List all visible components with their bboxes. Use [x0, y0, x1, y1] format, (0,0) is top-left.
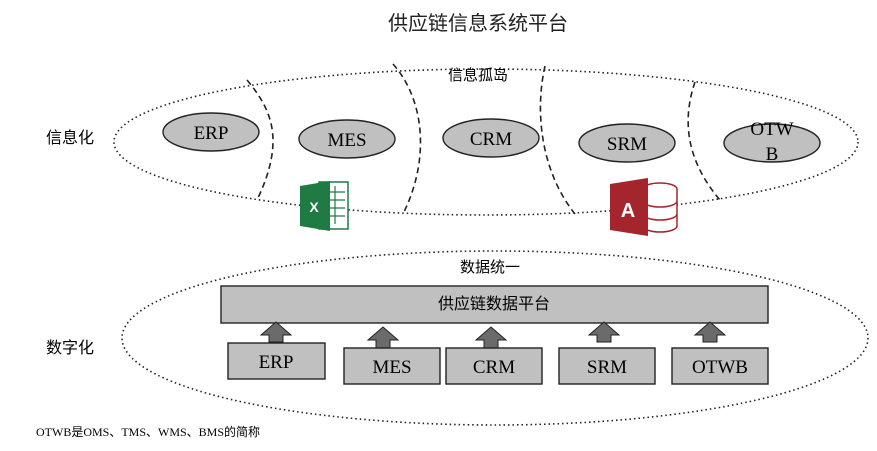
system-box-otwb: OTWB: [671, 321, 769, 385]
node-label: ERP: [194, 123, 229, 144]
system-node-crm: CRM: [442, 118, 540, 158]
excel-icon: X: [300, 181, 349, 231]
box-label: SRM: [587, 357, 627, 378]
informatization-ellipse: [113, 68, 859, 216]
box-label: OTWB: [692, 357, 748, 378]
digitalization-label: 数字化: [46, 338, 94, 357]
system-box-erp: ERP: [227, 321, 326, 380]
box-label: ERP: [259, 352, 294, 373]
system-node-erp: ERP: [162, 112, 260, 152]
node-label: B: [766, 144, 779, 165]
data-platform-bar: [220, 285, 769, 324]
system-box-mes: MES: [343, 326, 441, 385]
system-box-crm: CRM: [445, 326, 543, 385]
system-node-mes: MES: [298, 119, 396, 159]
system-node-otwb: OTW B: [723, 119, 821, 165]
system-node-srm: SRM: [578, 123, 676, 163]
box-label: CRM: [473, 357, 515, 378]
island-divider: [246, 79, 274, 199]
unify-label: 数据统一: [460, 258, 520, 276]
access-database-icon: A: [610, 178, 678, 236]
island-divider: [687, 81, 721, 201]
diagram-title: 供应链信息系统平台: [388, 11, 568, 35]
system-box-srm: SRM: [558, 321, 656, 385]
informatization-label: 信息化: [46, 128, 94, 147]
platform-label: 供应链数据平台: [438, 294, 550, 313]
island-divider: [392, 63, 422, 215]
node-label: CRM: [470, 129, 512, 150]
node-label: SRM: [607, 134, 647, 155]
node-label: MES: [327, 130, 366, 151]
island-label: 信息孤岛: [448, 66, 508, 84]
island-divider: [539, 65, 576, 215]
svg-text:A: A: [621, 200, 635, 222]
footnote: OTWB是OMS、TMS、WMS、BMS的简称: [36, 424, 260, 439]
box-label: MES: [372, 357, 411, 378]
svg-text:X: X: [309, 199, 319, 215]
node-label: OTW: [750, 119, 793, 140]
digitalization-ellipse: [121, 250, 869, 426]
